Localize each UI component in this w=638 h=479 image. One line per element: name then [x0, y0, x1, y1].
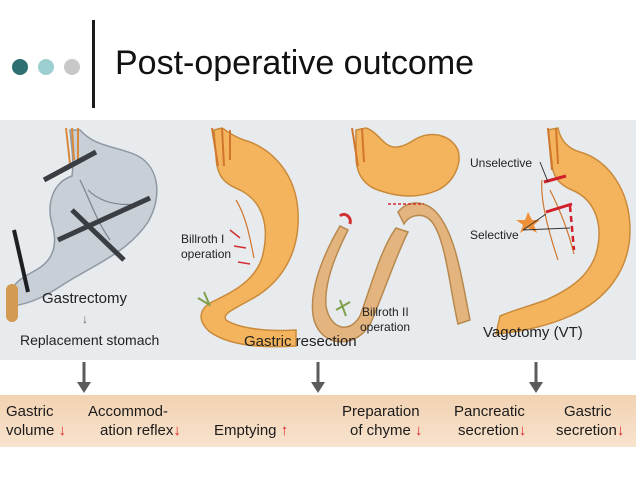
slide-bullet-dots [12, 59, 92, 79]
billroth-two-stomach [311, 127, 471, 343]
unselective-label: Unselective [470, 156, 533, 170]
selective-label: Selective [470, 228, 519, 242]
outcome-line1: Gastric [6, 403, 54, 420]
gastric-resection-label: Gastric resection [244, 333, 357, 350]
gastrectomy-label: Gastrectomy [42, 290, 128, 307]
vagotomy-stomach [495, 127, 631, 335]
outcome-pancreatic-secretion: Pancreatic secretion↓ [454, 402, 526, 440]
outcome-line2-row: ation reflex↓ [88, 421, 181, 440]
outcome-line1: Pancreatic [454, 403, 525, 420]
dot-dark-teal [12, 59, 28, 75]
arrow-down-icon: ↓ [173, 422, 181, 439]
outcome-line2: secretion [458, 422, 519, 439]
outcome-line2: of chyme [350, 422, 411, 439]
flow-arrows [0, 360, 638, 396]
outcome-accommodation-reflex: Accommod- ation reflex↓ [88, 402, 181, 440]
dot-grey [64, 59, 80, 75]
flow-arrows-svg [77, 362, 543, 393]
outcome-line2-row: volume ↓ [6, 421, 66, 440]
arrow-vagotomy [529, 362, 543, 393]
illustration-panel: Gastrectomy ↓ Replacement stomach Billro… [0, 120, 636, 360]
outcome-line1: Emptying [214, 422, 277, 439]
outcome-line2: secretion [556, 422, 617, 439]
outcome-line2-row: secretion↓ [454, 421, 526, 440]
outcome-band: Gastric volume ↓ Accommod- ation reflex↓… [0, 395, 636, 447]
billroth-one-line2: operation [181, 247, 232, 261]
arrow-down-icon: ↓ [518, 422, 527, 439]
slide-title: Post-operative outcome [115, 44, 475, 82]
arrow-down-icon: ↓ [616, 422, 625, 439]
outcome-line1: Preparation [342, 403, 420, 420]
outcome-line2-row: of chyme ↓ [342, 421, 423, 440]
arrow-down-icon: ↓ [58, 422, 67, 439]
outcome-line2: ation reflex [100, 422, 174, 439]
outcome-emptying: Emptying ↑ [214, 421, 288, 440]
billroth-two-line1: Billroth II [362, 305, 409, 319]
billroth-one-stomach [197, 127, 299, 348]
title-divider [92, 20, 95, 108]
outcome-line1: Accommod- [88, 403, 169, 420]
billroth-two-line2: operation [360, 320, 411, 334]
outcome-line2-row: secretion↓ [556, 421, 624, 440]
replacement-arrow: ↓ [82, 312, 88, 326]
outcome-gastric-secretion: Gastric secretion↓ [556, 402, 624, 440]
arrow-up-icon: ↑ [280, 422, 289, 439]
outcome-line2: volume [6, 422, 55, 439]
dot-light-teal [38, 59, 54, 75]
arrow-resection [311, 362, 325, 393]
arrow-gastrectomy [77, 362, 91, 393]
outcome-preparation-of-chyme: Preparation of chyme ↓ [342, 402, 423, 440]
vagotomy-label: Vagotomy (VT) [483, 324, 583, 341]
gastrectomy-stomach [6, 127, 158, 322]
outcome-line1: Gastric [564, 403, 612, 420]
arrow-down-icon: ↓ [415, 422, 423, 439]
replacement-stomach-label: Replacement stomach [20, 332, 160, 348]
surgery-illustration [6, 127, 631, 348]
billroth-one-line1: Billroth I [181, 232, 225, 246]
outcome-gastric-volume: Gastric volume ↓ [6, 402, 66, 440]
